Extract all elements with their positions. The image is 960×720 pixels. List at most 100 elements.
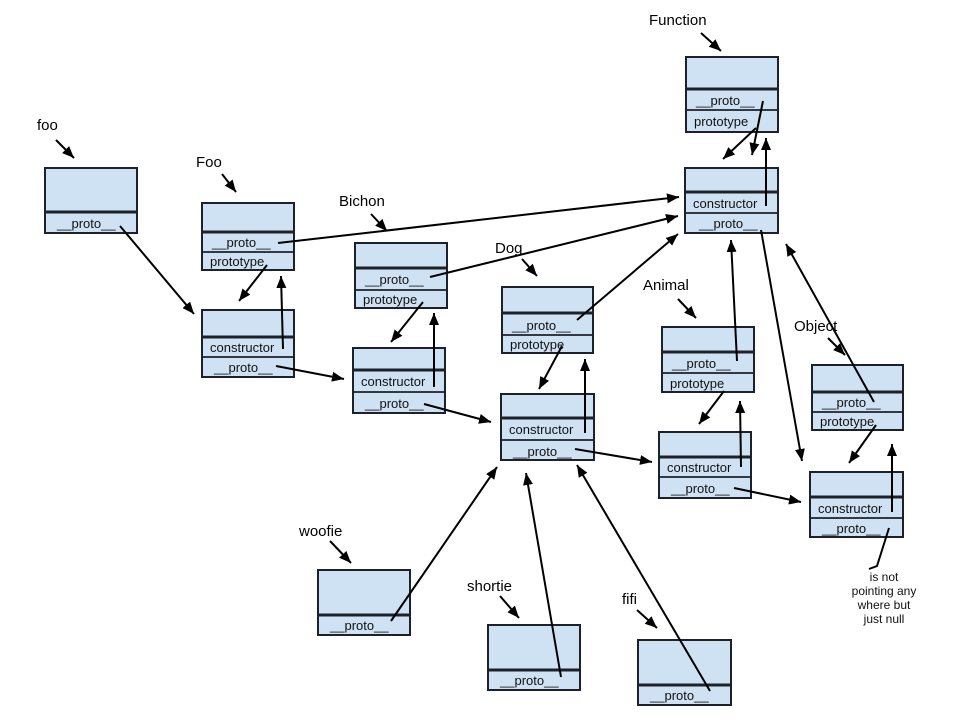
fifi-node-box [637, 639, 732, 706]
Foo-prototype-proto-field: __proto__ [213, 360, 273, 375]
Animal-node: __proto__ prototype [661, 326, 755, 393]
Bichon-label: Bichon [339, 193, 385, 210]
shortie-label: shortie [467, 578, 512, 595]
arrow-function-prototype-field-to-function-prototype [722, 127, 757, 160]
Dog-prototype-constructor-field: constructor [509, 422, 574, 437]
arrow-fifi-proto-to-Dog-prototype [576, 464, 711, 692]
Foo-prototype-constructor-field: constructor [210, 340, 275, 355]
arrow-foo-proto-to-Foo-prototype [119, 225, 195, 315]
Object-prototype-node-box [809, 471, 904, 538]
Bichon-node: __proto__ prototype [354, 242, 448, 309]
foo-label: foo [37, 117, 58, 134]
arrow-Foo-prototype-proto-to-Bichon-prototype [275, 365, 345, 382]
Bichon-proto-field: __proto__ [364, 272, 424, 287]
Object-prototype-node: constructor __proto__ [809, 471, 904, 538]
foo-proto-field: __proto__ [56, 216, 116, 231]
shortie-label-arrow [499, 595, 520, 619]
Bichon-label-arrow [370, 213, 388, 232]
Bichon-node-box [354, 242, 448, 309]
fifi-node: __proto__ [637, 639, 732, 706]
null-annotation-line: just null [863, 612, 905, 626]
Animal-proto-field: __proto__ [671, 356, 731, 371]
Animal-prototype-constructor-field: constructor [667, 460, 732, 475]
function-node: __proto__ prototype [685, 56, 779, 133]
Object-label: Object [794, 318, 838, 335]
Dog-prototype-proto-field: __proto__ [512, 444, 572, 459]
Dog-label: Dog [495, 240, 523, 257]
Animal-prototype-proto-field: __proto__ [670, 481, 730, 496]
foo-label-arrow [55, 139, 75, 159]
Animal-node-box [661, 326, 755, 393]
null-annotation-line: is not [870, 570, 899, 584]
Object-node-box [811, 364, 904, 431]
Dog-node: __proto__ prototype [501, 286, 594, 354]
Foo-node: __proto__ prototype [201, 202, 295, 271]
Dog-label-arrow [521, 258, 538, 277]
Object-prototype-constructor-field: constructor [818, 501, 883, 516]
Object-node: __proto__ prototype [811, 364, 904, 431]
arrow-function-prototype-proto-to-Object-prototype [760, 229, 805, 462]
Object-proto-field: __proto__ [821, 395, 881, 410]
arrow-Object-proto-to-function-prototype [785, 243, 875, 403]
Bichon-prototype-proto-field: __proto__ [364, 396, 424, 411]
arrow-Bichon-prototype-field-to-Bichon-prototype [390, 301, 424, 343]
arrow-Dog-prototype-field-to-Dog-prototype [538, 345, 563, 390]
Animal-prototype-field: prototype [670, 376, 724, 391]
shortie-node: __proto__ [487, 624, 581, 691]
function-prototype-field: prototype [694, 114, 748, 129]
function-label: Function [649, 12, 707, 29]
arrow-Dog-prototype-proto-to-Animal-prototype [574, 448, 653, 465]
Animal-prototype-node: constructor __proto__ [658, 431, 752, 499]
null-annotation-line: pointing any [852, 584, 917, 598]
null-annotation-leader-line [868, 527, 890, 570]
function-prototype-proto-field: __proto__ [698, 216, 758, 231]
Object-prototype-proto-field: __proto__ [821, 521, 881, 536]
function-label-arrow [700, 32, 722, 52]
woofie-label: woofie [298, 523, 342, 540]
null-annotation: is not pointing any where but just null [852, 570, 917, 626]
Bichon-prototype-field: prototype [363, 292, 417, 307]
fifi-proto-field: __proto__ [649, 688, 709, 703]
Foo-label: Foo [196, 154, 222, 171]
Dog-proto-field: __proto__ [511, 318, 571, 333]
foo-node-box [44, 167, 138, 234]
woofie-proto-field: __proto__ [329, 618, 389, 633]
Dog-prototype-field: prototype [510, 337, 564, 352]
Foo-prototype-field: prototype [210, 254, 264, 269]
arrow-function-proto-to-function-prototype [749, 100, 764, 156]
Animal-label: Animal [643, 277, 689, 294]
function-prototype-node: constructor __proto__ [684, 167, 779, 234]
Object-prototype-field: prototype [820, 414, 874, 429]
Object-label-arrow [827, 337, 846, 356]
Foo-node-box [201, 202, 295, 271]
Foo-proto-field: __proto__ [211, 235, 271, 250]
arrow-Animal-proto-to-function-prototype [726, 239, 738, 362]
arrow-woofie-proto-to-Dog-prototype [390, 466, 498, 622]
arrow-Foo-proto-to-function-prototype [277, 193, 680, 244]
arrow-Dog-proto-to-function-prototype [576, 233, 679, 321]
Animal-prototype-node-box [658, 431, 752, 499]
arrow-Animal-prototype-proto-to-Object-prototype [733, 487, 802, 505]
arrow-shortie-proto-to-Dog-prototype [523, 472, 562, 678]
arrow-Foo-prototype-field-to-Foo-prototype [238, 264, 268, 302]
function-prototype-constructor-field: constructor [693, 196, 758, 211]
null-annotation-line: where but [857, 598, 911, 612]
arrow-Animal-prototype-field-to-Animal-prototype [698, 390, 725, 425]
Bichon-prototype-node-box [352, 347, 446, 414]
Animal-label-arrow [677, 298, 697, 319]
function-node-box [685, 56, 779, 133]
Bichon-prototype-constructor-field: constructor [361, 374, 426, 389]
foo-node: __proto__ [44, 167, 138, 234]
woofie-label-arrow [329, 540, 352, 564]
woofie-node-box [317, 569, 411, 636]
arrow-Foo-prototype-constructor-to-Foo [276, 275, 287, 350]
shortie-node-box [487, 624, 581, 691]
Foo-label-arrow [221, 173, 237, 193]
function-proto-field: __proto__ [695, 93, 755, 108]
fifi-label-arrow [636, 609, 658, 629]
woofie-node: __proto__ [317, 569, 411, 636]
arrow-Animal-prototype-constructor-to-Animal [735, 400, 746, 468]
fifi-label: fifi [622, 591, 637, 608]
